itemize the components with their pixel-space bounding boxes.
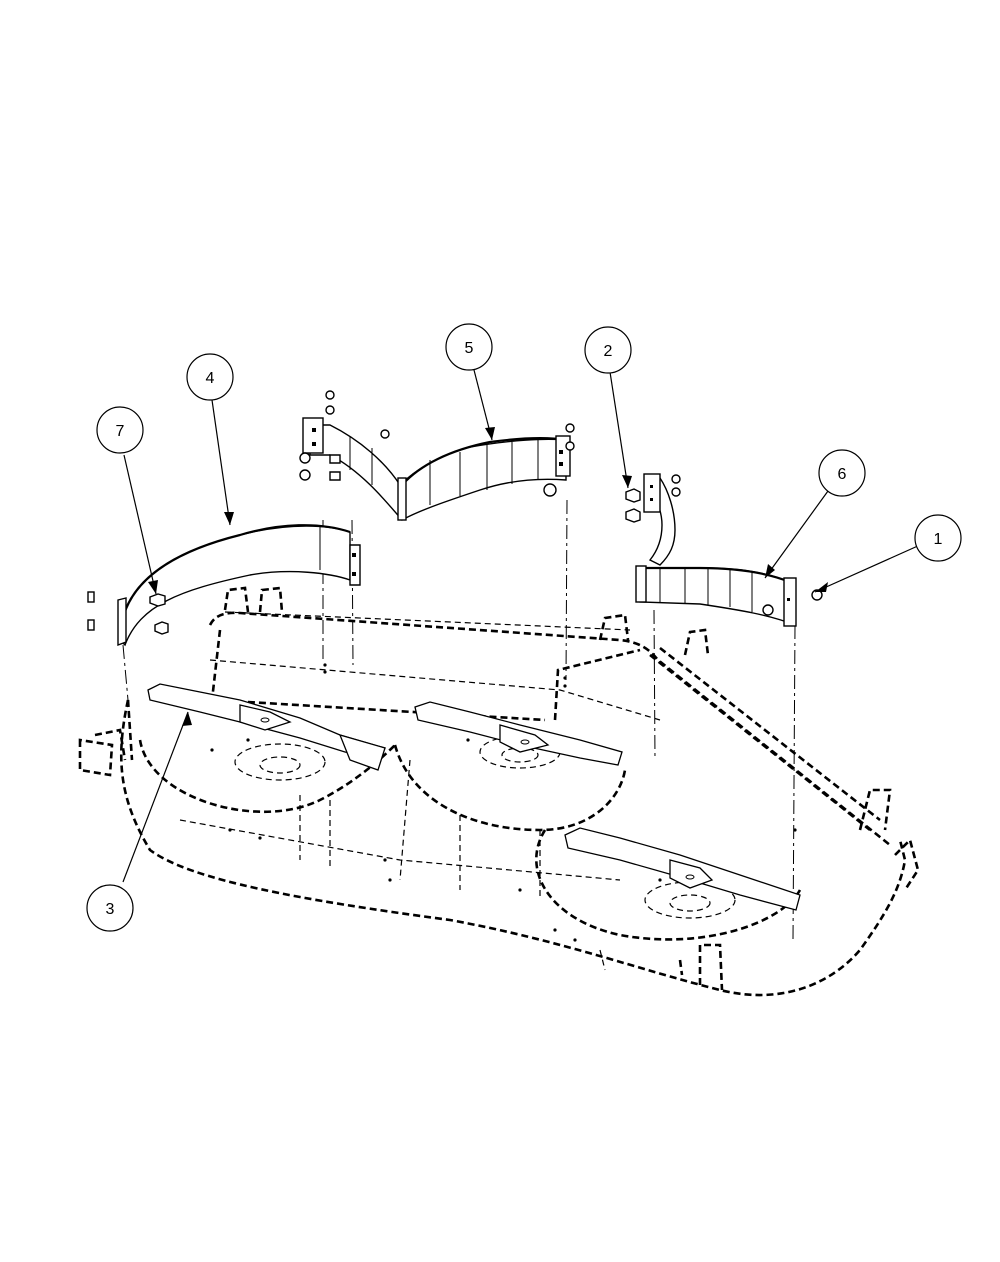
deck-hole-marks xyxy=(210,663,797,942)
baffle-center xyxy=(302,417,571,521)
mower-deck-phantom xyxy=(78,586,920,997)
mower-blade-right xyxy=(564,827,801,911)
callout-3: 3 xyxy=(86,884,134,932)
callout-label-3: 3 xyxy=(106,901,115,918)
callout-5: 5 xyxy=(445,323,493,371)
baffle-left xyxy=(117,524,361,647)
callout-1: 1 xyxy=(914,514,962,562)
callout-6: 6 xyxy=(818,449,866,497)
callout-label-4: 4 xyxy=(206,370,215,387)
callout-label-7: 7 xyxy=(116,423,125,440)
callout-label-5: 5 xyxy=(465,340,474,357)
baffle-right-upper xyxy=(625,473,681,566)
callout-label-1: 1 xyxy=(934,531,943,548)
nuts-bolts-center xyxy=(299,390,575,497)
callout-4: 4 xyxy=(186,353,234,401)
callout-2: 2 xyxy=(584,326,632,374)
callout-label-6: 6 xyxy=(838,466,847,483)
mower-blade-center xyxy=(414,701,623,766)
callout-7: 7 xyxy=(96,406,144,454)
mower-blade-left xyxy=(147,683,386,771)
callout-label-2: 2 xyxy=(604,343,613,360)
baffle-right-lower xyxy=(635,565,823,627)
callout-arrowheads xyxy=(148,427,828,726)
bolts-hardware-left xyxy=(87,591,169,635)
